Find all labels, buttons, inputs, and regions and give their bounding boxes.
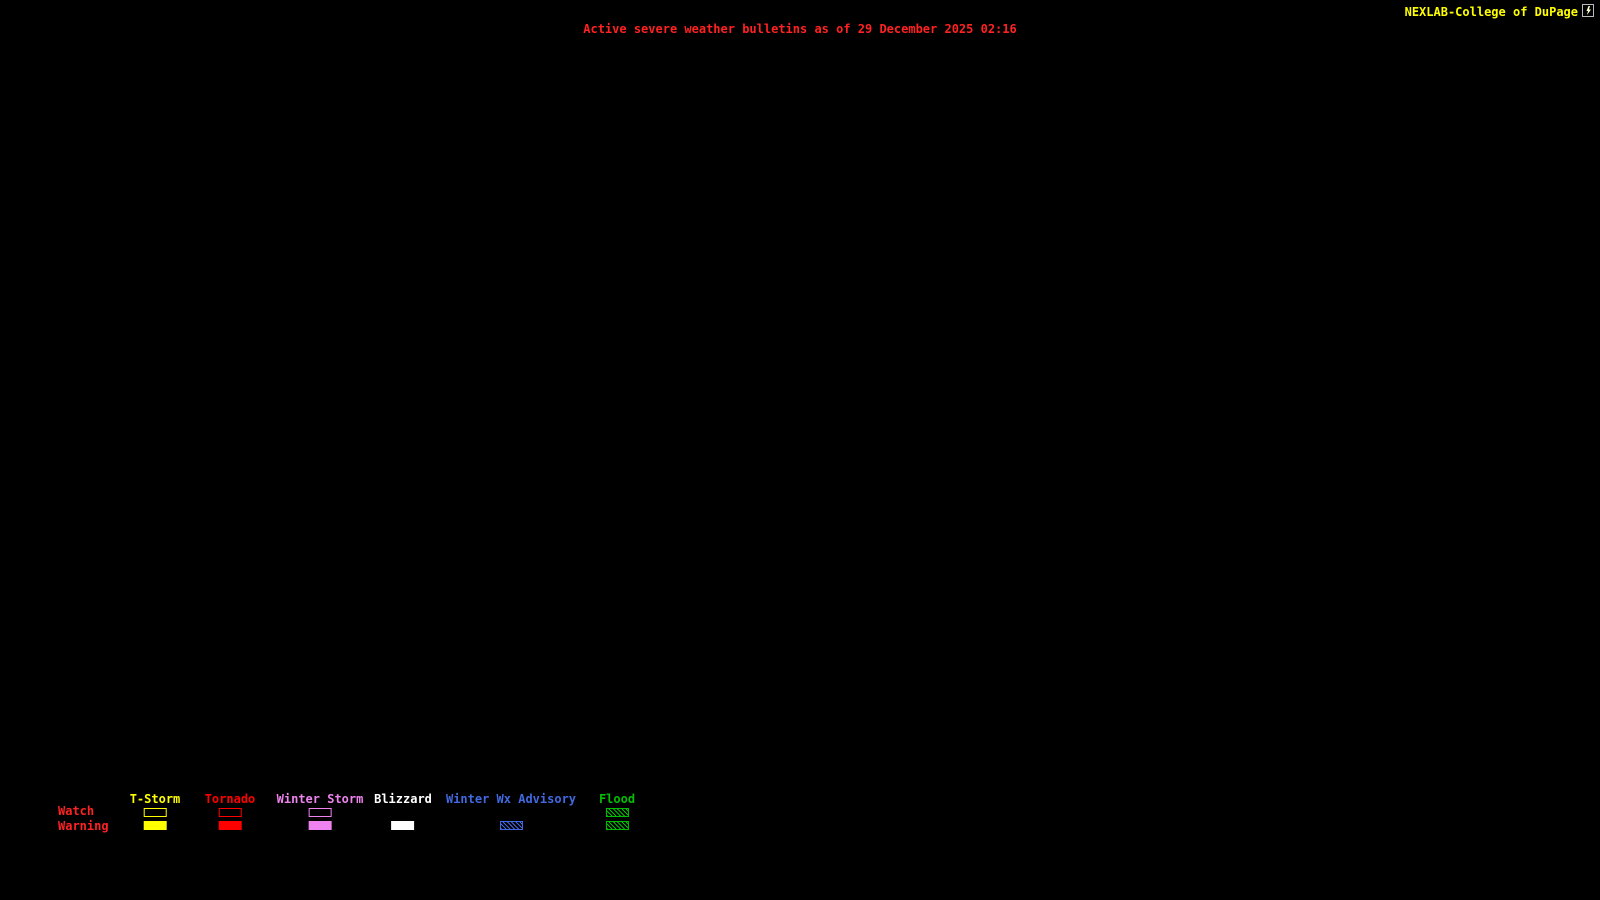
legend-swatch-warning [143, 821, 167, 830]
legend-col-flood: Flood [599, 792, 635, 830]
legend-column-label: Winter Wx Advisory [445, 792, 577, 806]
brand-text: NEXLAB-College of DuPage [1404, 5, 1578, 19]
legend-warning-label: Warning [58, 819, 109, 833]
legend-swatch-watch [218, 808, 242, 817]
legend-column-label: T-Storm [129, 792, 181, 806]
legend-col-tornado: Tornado [204, 792, 256, 830]
legend-col-winter-wx-advisory: Winter Wx Advisory [446, 792, 576, 830]
legend-swatch-warning [391, 821, 415, 830]
legend-column-label: Winter Storm [276, 792, 364, 806]
legend-watch-label: Watch [58, 804, 95, 818]
legend: Watch Warning T-Storm Tornado Winter Storm… [0, 792, 720, 844]
legend-swatch-warning [218, 821, 242, 830]
legend-column-label: Flood [598, 792, 636, 806]
legend-swatch-warning [605, 821, 629, 830]
legend-col-t-storm: T-Storm [129, 792, 181, 830]
legend-col-winter-storm: Winter Storm [276, 792, 364, 830]
brand-icon [1582, 4, 1594, 20]
legend-swatch-watch [308, 808, 332, 817]
legend-swatch-watch [605, 808, 629, 817]
legend-swatch-warning [308, 821, 332, 830]
legend-swatch-watch [143, 808, 167, 817]
legend-column-label: Tornado [204, 792, 256, 806]
legend-column-label: Blizzard [374, 792, 432, 806]
brand: NEXLAB-College of DuPage [1405, 4, 1594, 20]
legend-swatch-warning [499, 821, 523, 830]
legend-col-blizzard: Blizzard [374, 792, 432, 830]
map-title: Active severe weather bulletins as of 29… [583, 22, 1017, 36]
